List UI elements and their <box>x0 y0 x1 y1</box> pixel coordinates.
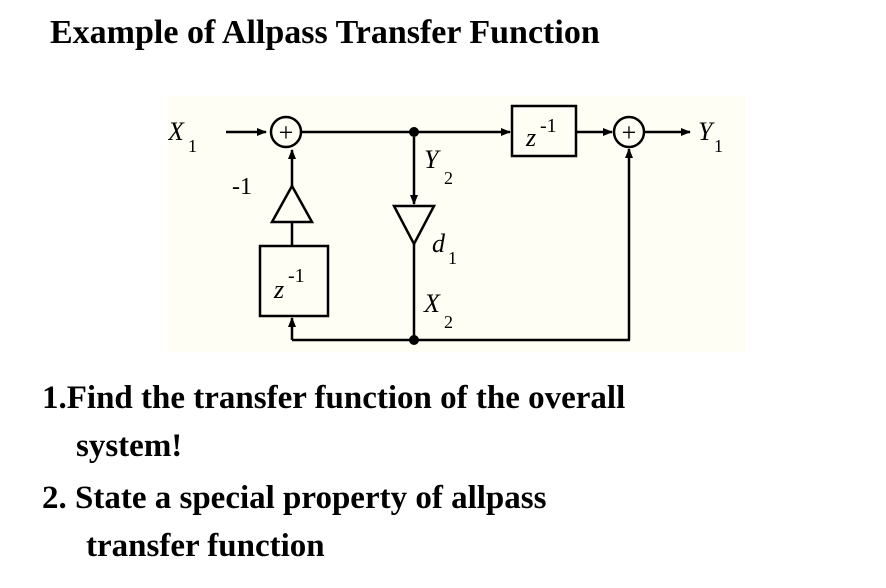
svg-text:X: X <box>168 117 185 146</box>
question-2-line-1: 2. State a special property of allpass <box>42 480 547 516</box>
left-delay-z: z <box>273 275 284 304</box>
svg-text:2: 2 <box>444 312 453 332</box>
coefficient-label: d 1 <box>432 229 457 268</box>
top-delay-block: z -1 <box>510 104 578 158</box>
allpass-block-diagram: + z -1 + <box>167 96 746 352</box>
mid-bottom-label: X 2 <box>423 289 453 332</box>
svg-text:2: 2 <box>444 168 453 188</box>
input-label: X 1 <box>167 117 197 156</box>
gain-label: -1 <box>232 174 252 200</box>
top-delay-z: z <box>525 123 536 152</box>
coefficient-multiplier <box>391 204 437 247</box>
mid-top-label: Y 2 <box>424 145 453 188</box>
right-adder: + <box>612 115 646 149</box>
left-delay-block: z -1 <box>258 244 330 318</box>
block-diagram-svg: + z -1 + <box>167 104 723 345</box>
output-label: Y 1 <box>698 117 723 156</box>
top-delay-exp: -1 <box>540 115 557 137</box>
svg-text:Y: Y <box>698 117 715 146</box>
svg-text:d: d <box>432 229 446 258</box>
slide-title: Example of Allpass Transfer Function <box>50 14 600 51</box>
question-1-line-1: 1.Find the transfer function of the over… <box>42 380 626 416</box>
question-2-line-2: transfer function <box>86 528 325 564</box>
gain-multiplier <box>269 183 315 224</box>
svg-text:Y: Y <box>424 145 441 174</box>
right-adder-symbol: + <box>622 118 637 147</box>
left-adder: + <box>269 115 303 149</box>
left-adder-symbol: + <box>279 118 294 147</box>
svg-text:X: X <box>423 289 441 318</box>
svg-text:1: 1 <box>714 136 723 156</box>
svg-text:1: 1 <box>448 248 457 268</box>
top-branch-node <box>409 127 419 137</box>
left-delay-exp: -1 <box>288 265 305 287</box>
question-1-line-2: system! <box>76 428 183 464</box>
svg-text:1: 1 <box>188 136 197 156</box>
